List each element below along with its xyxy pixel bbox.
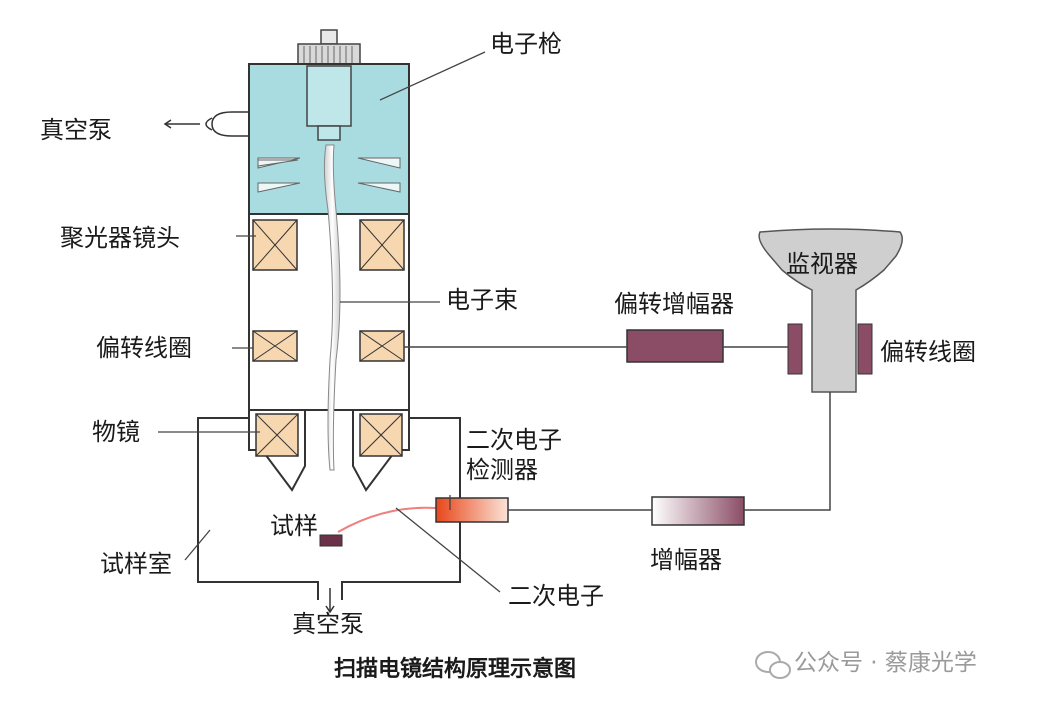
- objective-lens-left: [248, 409, 306, 492]
- label-electron-beam: 电子束: [446, 286, 518, 314]
- label-sample: 试样: [270, 512, 318, 540]
- label-deflection-amplifier: 偏转增幅器: [614, 290, 734, 318]
- objective-lens-right: [352, 409, 410, 492]
- diagram-caption: 扫描电镜结构原理示意图: [334, 656, 576, 682]
- watermark-text: 公众号 · 蔡康光学: [794, 650, 977, 676]
- electron-beam-path: [323, 144, 341, 471]
- amplifier-box: [651, 496, 745, 526]
- deflection-coil-left-col: [252, 330, 298, 362]
- connection-wires: [404, 346, 831, 511]
- wechat-icon: [755, 651, 791, 679]
- monitor-unit: [758, 228, 903, 393]
- leader-lines: [158, 51, 501, 593]
- condenser-lens-right: [359, 219, 405, 271]
- label-secondary-detector-1: 二次电子: [466, 426, 562, 454]
- vacuum-pump-top-symbol: [163, 111, 249, 137]
- label-vacuum-pump-bottom: 真空泵: [292, 610, 364, 638]
- secondary-detector: [435, 497, 509, 523]
- electron-gun: [297, 29, 361, 67]
- label-deflection-coil-right: 偏转线圈: [880, 338, 976, 366]
- sample-chamber: [197, 417, 461, 600]
- anode-plates: [257, 157, 401, 193]
- label-amplifier: 增幅器: [650, 546, 722, 574]
- label-sample-chamber: 试样室: [100, 550, 172, 578]
- vacuum-pump-bottom-arrow: [325, 588, 335, 614]
- deflection-coil-right-col: [359, 330, 405, 362]
- sample-block: [319, 534, 343, 547]
- label-secondary-electron: 二次电子: [508, 582, 604, 610]
- label-electron-gun: 电子枪: [490, 30, 562, 58]
- label-secondary-detector-2: 检测器: [466, 456, 538, 484]
- secondary-electron-path: [337, 506, 437, 533]
- filament-housing: [306, 65, 352, 141]
- label-monitor: 监视器: [786, 250, 858, 278]
- deflection-amplifier-box: [626, 329, 724, 363]
- label-condenser-lens: 聚光器镜头: [60, 224, 180, 252]
- label-deflection-coil-left: 偏转线圈: [96, 334, 192, 362]
- label-objective-lens: 物镜: [92, 418, 140, 446]
- label-vacuum-pump-top: 真空泵: [40, 116, 112, 144]
- condenser-lens-left: [252, 219, 298, 271]
